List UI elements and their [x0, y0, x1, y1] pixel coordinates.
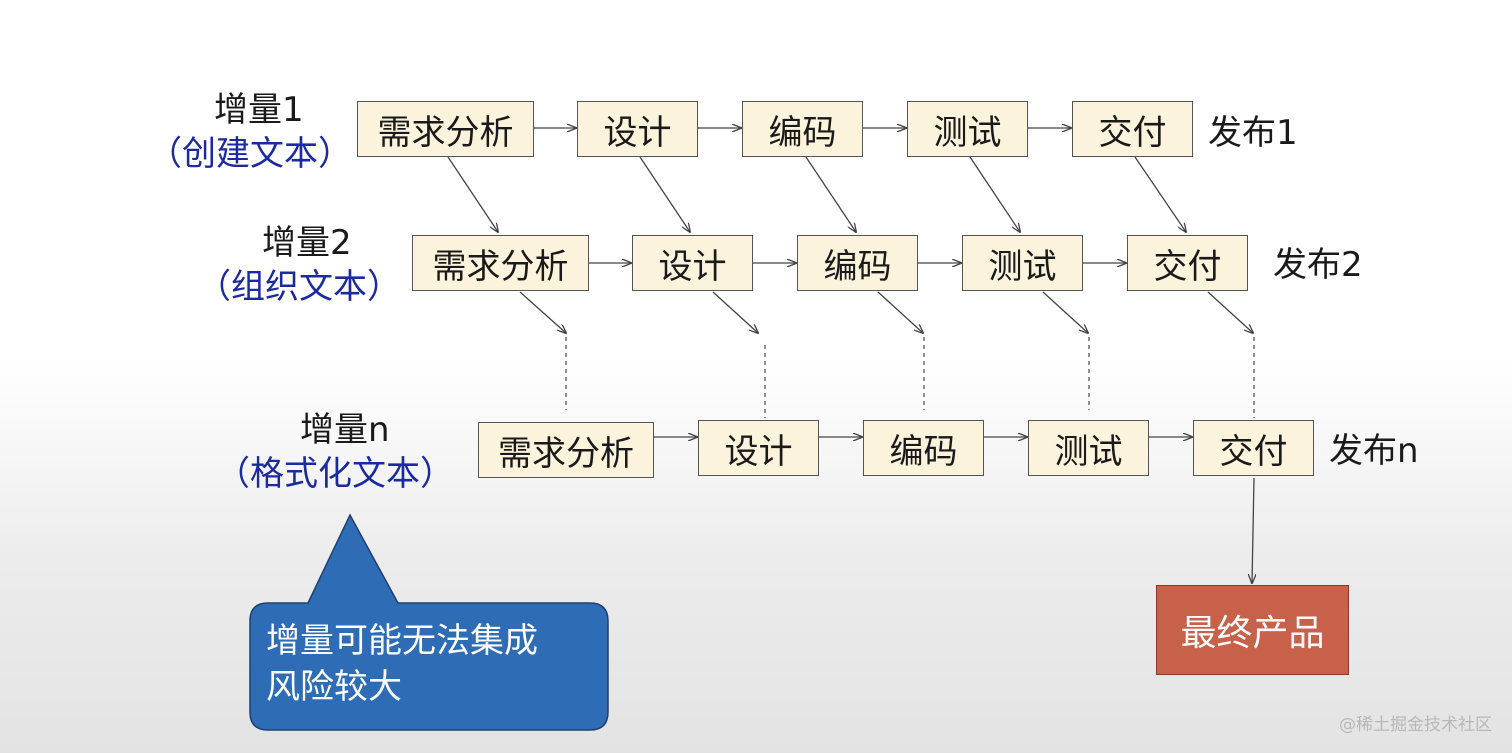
stage-box-r1-coding: 编码 — [742, 101, 863, 157]
callout-text: 增量可能无法集成 风险较大 — [266, 618, 538, 710]
diag-r2-2 — [712, 291, 758, 333]
diag-r1-5 — [1134, 156, 1186, 232]
stage-box-rn-testing: 测试 — [1028, 420, 1149, 476]
stage-box-r2-analysis: 需求分析 — [412, 235, 589, 291]
release-n-label: 发布n — [1329, 431, 1419, 471]
stage-box-r2-coding: 编码 — [797, 235, 918, 291]
stage-box-r1-analysis: 需求分析 — [357, 101, 534, 157]
increment-n-subtitle: （格式化文本） — [216, 454, 454, 494]
release-1-label: 发布1 — [1208, 113, 1298, 153]
stage-box-rn-delivery: 交付 — [1193, 420, 1314, 476]
stage-box-r1-design: 设计 — [577, 101, 698, 157]
stage-box-r1-testing: 测试 — [907, 101, 1028, 157]
stage-box-rn-coding: 编码 — [863, 420, 984, 476]
diag-r2-1 — [519, 291, 566, 333]
stage-box-r2-testing: 测试 — [962, 235, 1083, 291]
stage-box-r2-design: 设计 — [632, 235, 753, 291]
watermark: @稀土掘金技术社区 — [1339, 715, 1492, 735]
stage-box-r2-delivery: 交付 — [1127, 235, 1248, 291]
final-product-box: 最终产品 — [1156, 585, 1349, 675]
increment-n-title: 增量n — [300, 410, 390, 450]
diag-r1-2 — [639, 156, 690, 232]
increment-2-title: 增量2 — [262, 223, 352, 263]
increment-1-subtitle: （创建文本） — [148, 134, 352, 174]
increment-1-title: 增量1 — [214, 90, 304, 130]
stage-box-r1-delivery: 交付 — [1072, 101, 1193, 157]
callout-line-1: 增量可能无法集成 — [266, 621, 538, 661]
callout-bubble — [249, 513, 609, 731]
diag-r2-5 — [1207, 291, 1253, 333]
arrow-to-final — [1252, 477, 1254, 583]
stage-box-rn-analysis: 需求分析 — [478, 422, 654, 478]
diag-r2-3 — [877, 291, 923, 333]
diag-r1-3 — [805, 156, 856, 232]
diag-r1-4 — [969, 156, 1020, 232]
stage-box-rn-design: 设计 — [698, 420, 819, 476]
diag-r1-1 — [447, 156, 498, 232]
diag-r2-4 — [1042, 291, 1088, 333]
release-2-label: 发布2 — [1273, 245, 1363, 285]
increment-2-subtitle: （组织文本） — [197, 267, 401, 307]
callout-line-2: 风险较大 — [266, 667, 402, 707]
